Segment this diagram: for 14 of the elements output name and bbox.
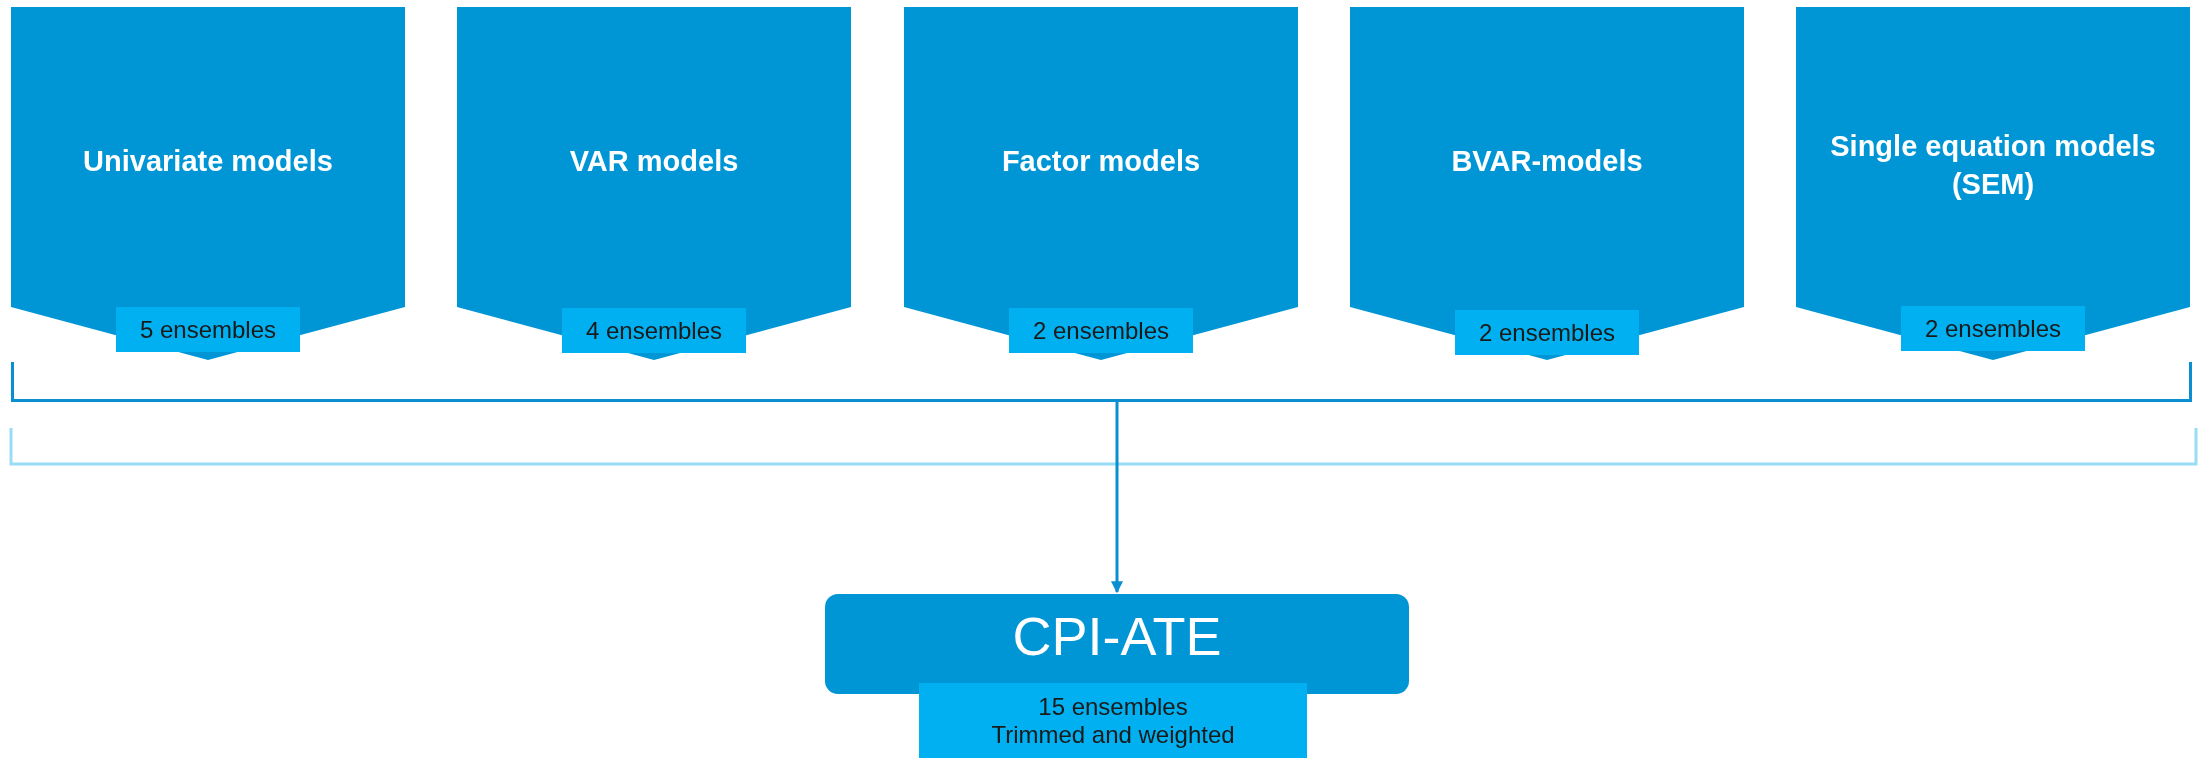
ensemble-count-badge: 2 ensembles bbox=[1901, 306, 2085, 351]
model-title: VAR models bbox=[568, 144, 740, 179]
ensemble-count-badge: 2 ensembles bbox=[1455, 310, 1639, 355]
model-title: BVAR-models bbox=[1450, 144, 1644, 179]
arrow bbox=[1111, 402, 1123, 594]
result-box bbox=[825, 594, 1409, 694]
result-title: CPI-ATE bbox=[1012, 606, 1222, 666]
ensemble-count-badge: 15 ensembles Trimmed and weighted bbox=[919, 683, 1307, 758]
ensemble-count-badge: 2 ensembles bbox=[1009, 308, 1193, 353]
model-title: Univariate models bbox=[82, 144, 334, 179]
ensemble-count-badge: 4 ensembles bbox=[562, 308, 746, 353]
model-title: Single equation models (SEM) bbox=[1829, 129, 2157, 202]
ensemble-count-badge: 5 ensembles bbox=[116, 307, 300, 352]
model-title: Factor models bbox=[1000, 144, 1202, 179]
